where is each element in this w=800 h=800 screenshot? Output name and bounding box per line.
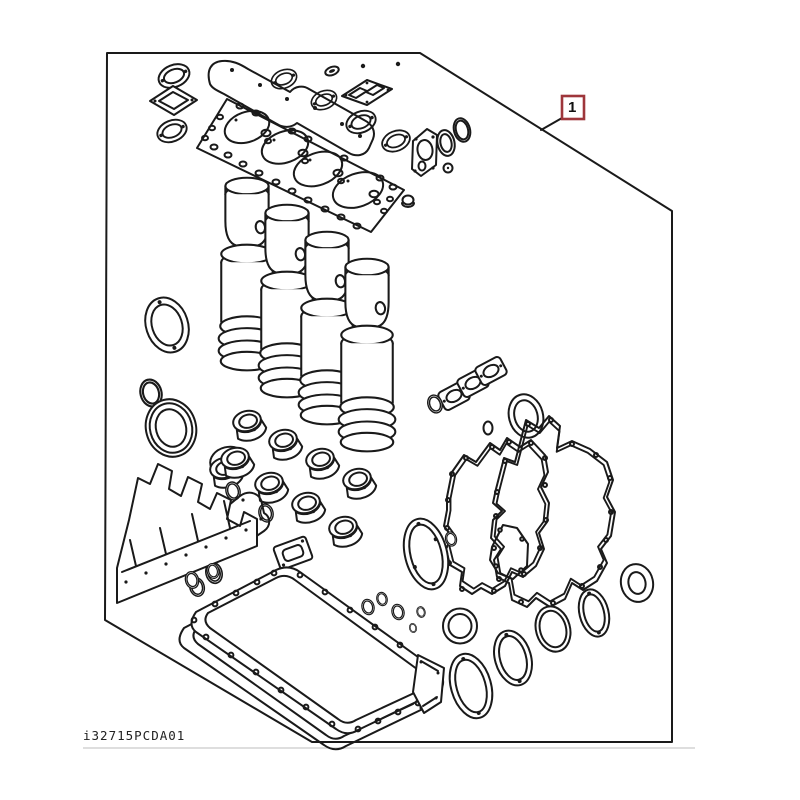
nut xyxy=(442,162,454,174)
o-ring-top-right-2 xyxy=(452,117,472,143)
diagram-boundary xyxy=(104,52,673,743)
water-pump-gasket xyxy=(402,517,450,591)
oval-ring xyxy=(534,605,572,653)
valve-cover-gasket xyxy=(207,59,375,157)
drawing-code: i32715PCDA01 xyxy=(83,728,185,743)
cover-oval-gasket-left xyxy=(144,296,190,354)
cup-plug xyxy=(401,194,415,208)
thermostat-gaskets xyxy=(424,356,508,416)
exhaust-manifold-gaskets xyxy=(149,61,411,153)
callout-number: 1 xyxy=(568,99,576,116)
small-port-gasket xyxy=(272,535,314,571)
cover-plate-gasket xyxy=(411,128,438,177)
main-bearing-shells xyxy=(206,406,380,551)
o-ring-top-right-1 xyxy=(436,129,456,157)
oil-pan-gasket xyxy=(178,566,445,751)
front-crankshaft-seal xyxy=(144,398,198,458)
rear-crankshaft-seal xyxy=(619,563,655,603)
small-bracket xyxy=(412,654,445,714)
port-flange-gasket xyxy=(341,79,393,106)
oil-pump-gasket xyxy=(489,524,529,580)
large-o-ring xyxy=(507,393,545,439)
piston-and-liner-assembly-4 xyxy=(337,257,397,453)
callout-box[interactable] xyxy=(560,94,586,121)
callout-leader-line xyxy=(540,117,563,131)
camshaft-bracket xyxy=(116,463,258,604)
bottom-oval-gaskets xyxy=(448,588,611,720)
front-plate-gasket xyxy=(490,415,616,608)
diamond-gasket xyxy=(149,85,198,116)
cylinder-head-gasket xyxy=(196,98,405,233)
thrust-bearing xyxy=(206,443,258,492)
round-seal xyxy=(442,607,478,645)
small-oval xyxy=(482,420,494,436)
callout-1[interactable]: 1 xyxy=(540,94,586,131)
